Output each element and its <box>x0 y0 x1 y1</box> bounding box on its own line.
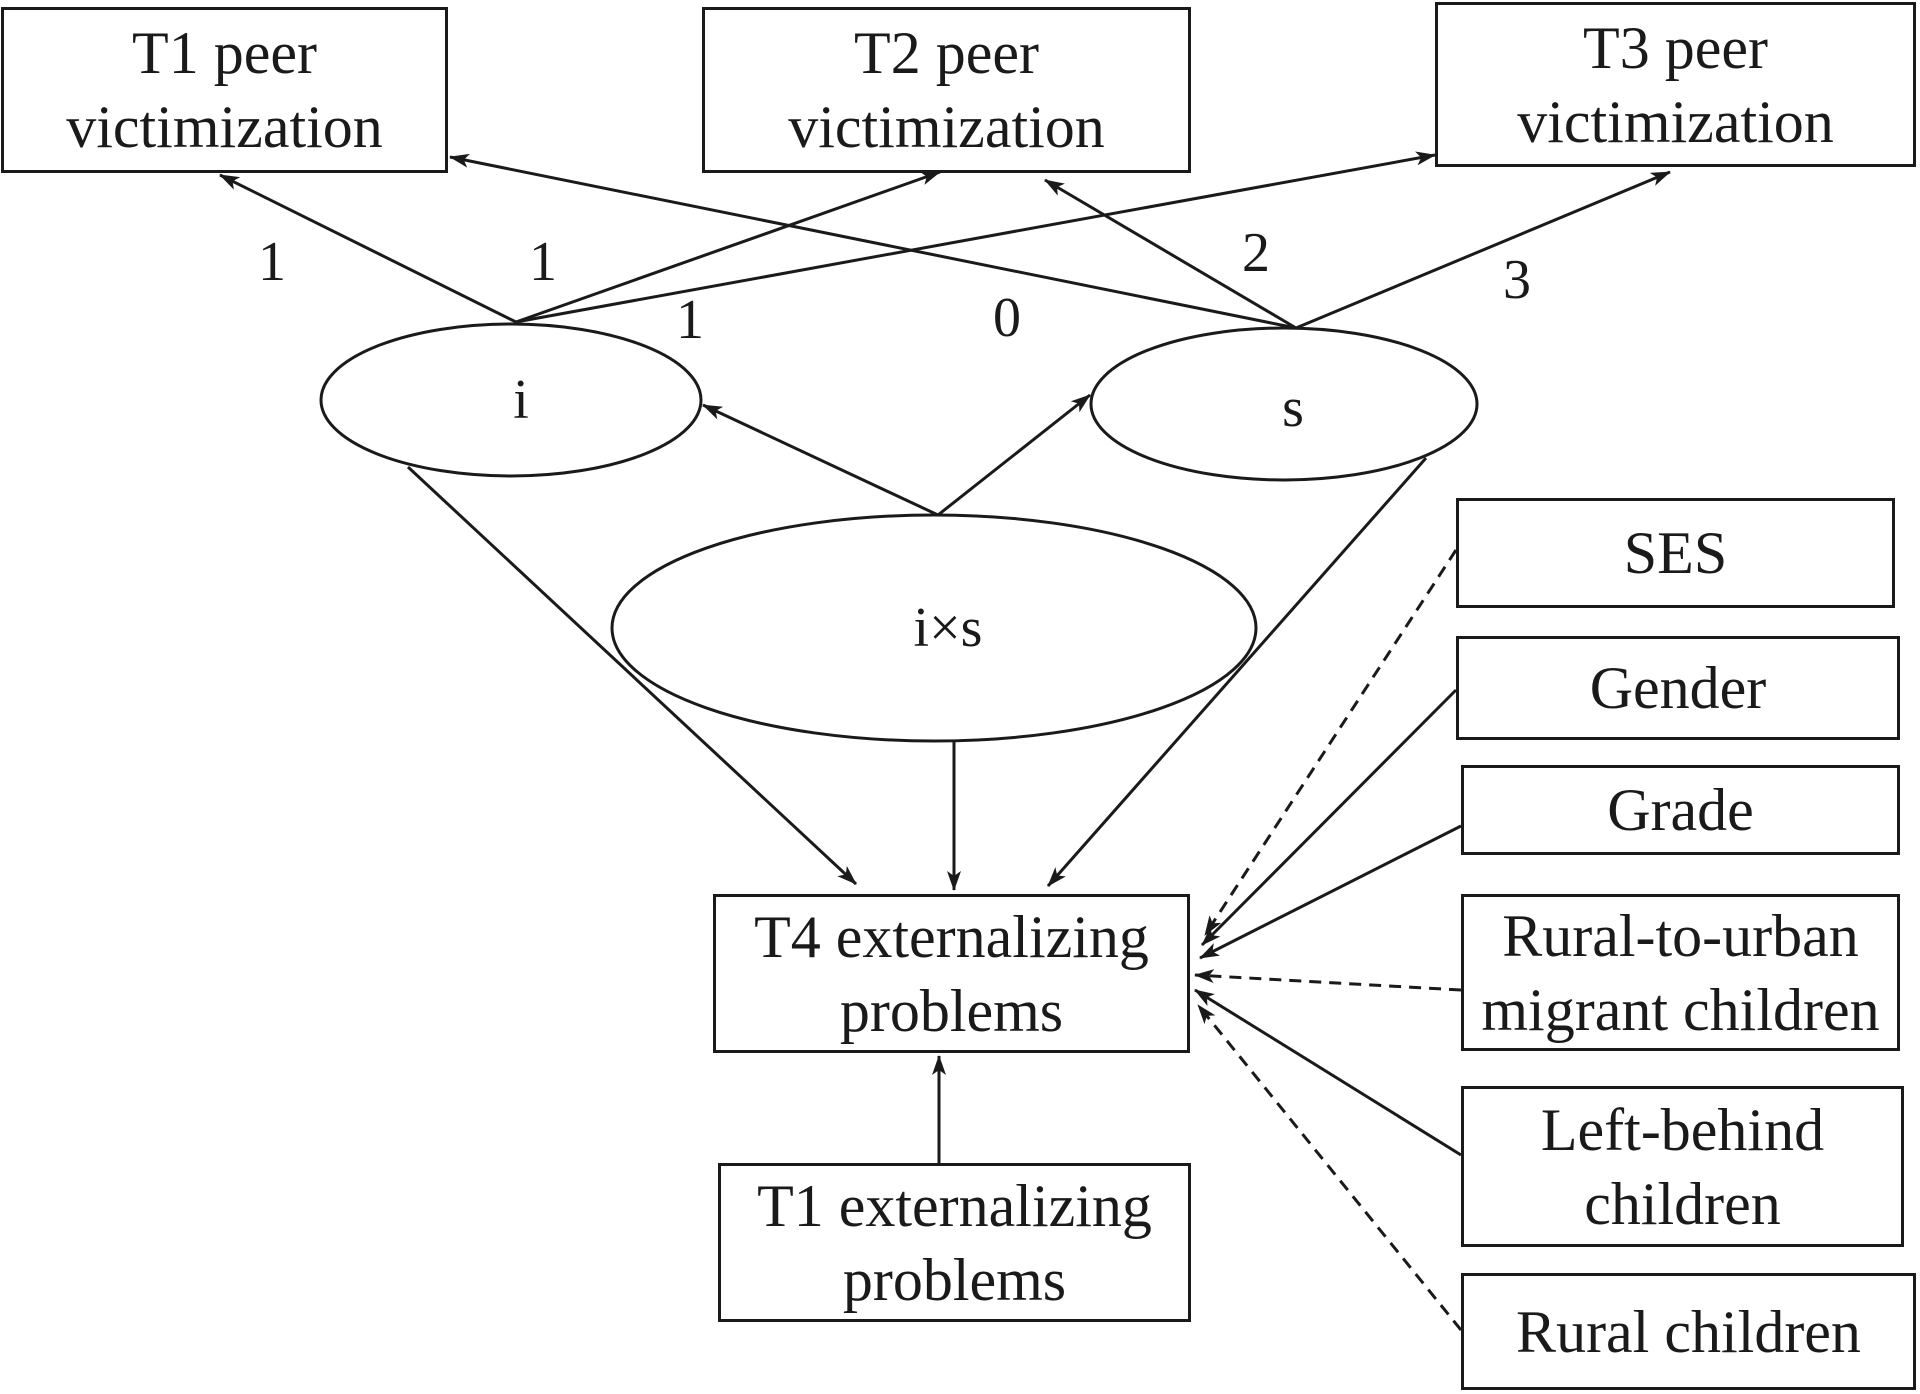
edge-rural-t4 <box>1196 1004 1463 1331</box>
ses-label: SES <box>1623 520 1728 586</box>
t1-externalizing-box: T1 externalizing problems <box>718 1163 1191 1322</box>
edge-i-t4 <box>406 465 858 886</box>
migrant-children-box: Rural-to-urban migrant children <box>1461 894 1900 1051</box>
ses-box: SES <box>1456 498 1895 608</box>
edge-grade-t4 <box>1199 824 1462 960</box>
edge-s-t4 <box>1046 457 1428 887</box>
edge-s-t3 <box>1295 170 1671 330</box>
rural-children-label: Rural children <box>1516 1298 1861 1365</box>
left-behind-children-label: Left-behind children <box>1540 1096 1825 1237</box>
gender-box: Gender <box>1456 636 1900 740</box>
t3-peer-victimization-box: T3 peer victimization <box>1435 2 1916 167</box>
t1-peer-victimization-box: T1 peer victimization <box>1 7 448 173</box>
t2-peer-victimization-label: T2 peer victimization <box>788 20 1105 160</box>
left-behind-children-box: Left-behind children <box>1461 1086 1904 1247</box>
edge-i-t2 <box>515 170 941 324</box>
edge-gender-t4 <box>1200 688 1458 947</box>
loading-i-t3: 1 <box>676 289 704 351</box>
slope-ellipse <box>1089 326 1479 482</box>
rural-children-box: Rural children <box>1461 1273 1916 1390</box>
edge-ixs-i <box>702 403 939 517</box>
intercept-ellipse <box>319 322 703 478</box>
t1-externalizing-label: T1 externalizing problems <box>757 1172 1152 1313</box>
migrant-children-label: Rural-to-urban migrant children <box>1481 902 1880 1043</box>
edge-i-t3 <box>515 151 1436 324</box>
slope-label: s <box>1282 377 1304 439</box>
interaction-ellipse <box>610 513 1258 743</box>
t2-peer-victimization-box: T2 peer victimization <box>702 7 1191 173</box>
loading-s-t1: 0 <box>993 287 1021 349</box>
t4-externalizing-box: T4 externalizing problems <box>713 894 1190 1053</box>
edge-ses-t4 <box>1203 549 1458 936</box>
edge-s-t1 <box>449 153 1297 330</box>
interaction-label: i×s <box>913 597 983 659</box>
gender-label: Gender <box>1589 655 1767 721</box>
t1-peer-victimization-label: T1 peer victimization <box>66 20 383 160</box>
grade-box: Grade <box>1461 765 1900 855</box>
grade-label: Grade <box>1607 777 1754 843</box>
edge-leftbehind-t4 <box>1194 988 1462 1157</box>
loading-i-t1: 1 <box>258 231 286 293</box>
loading-i-t2: 1 <box>529 231 557 293</box>
edge-i-t1 <box>219 173 517 324</box>
loading-s-t3: 3 <box>1503 249 1531 311</box>
intercept-label: i <box>513 369 529 431</box>
edge-migrant-t4 <box>1194 969 1462 992</box>
t4-externalizing-label: T4 externalizing problems <box>754 903 1149 1044</box>
t3-peer-victimization-label: T3 peer victimization <box>1517 14 1834 155</box>
edge-s-t2 <box>1044 178 1297 330</box>
loading-s-t2: 2 <box>1242 222 1270 284</box>
edge-ixs-s <box>937 393 1091 517</box>
